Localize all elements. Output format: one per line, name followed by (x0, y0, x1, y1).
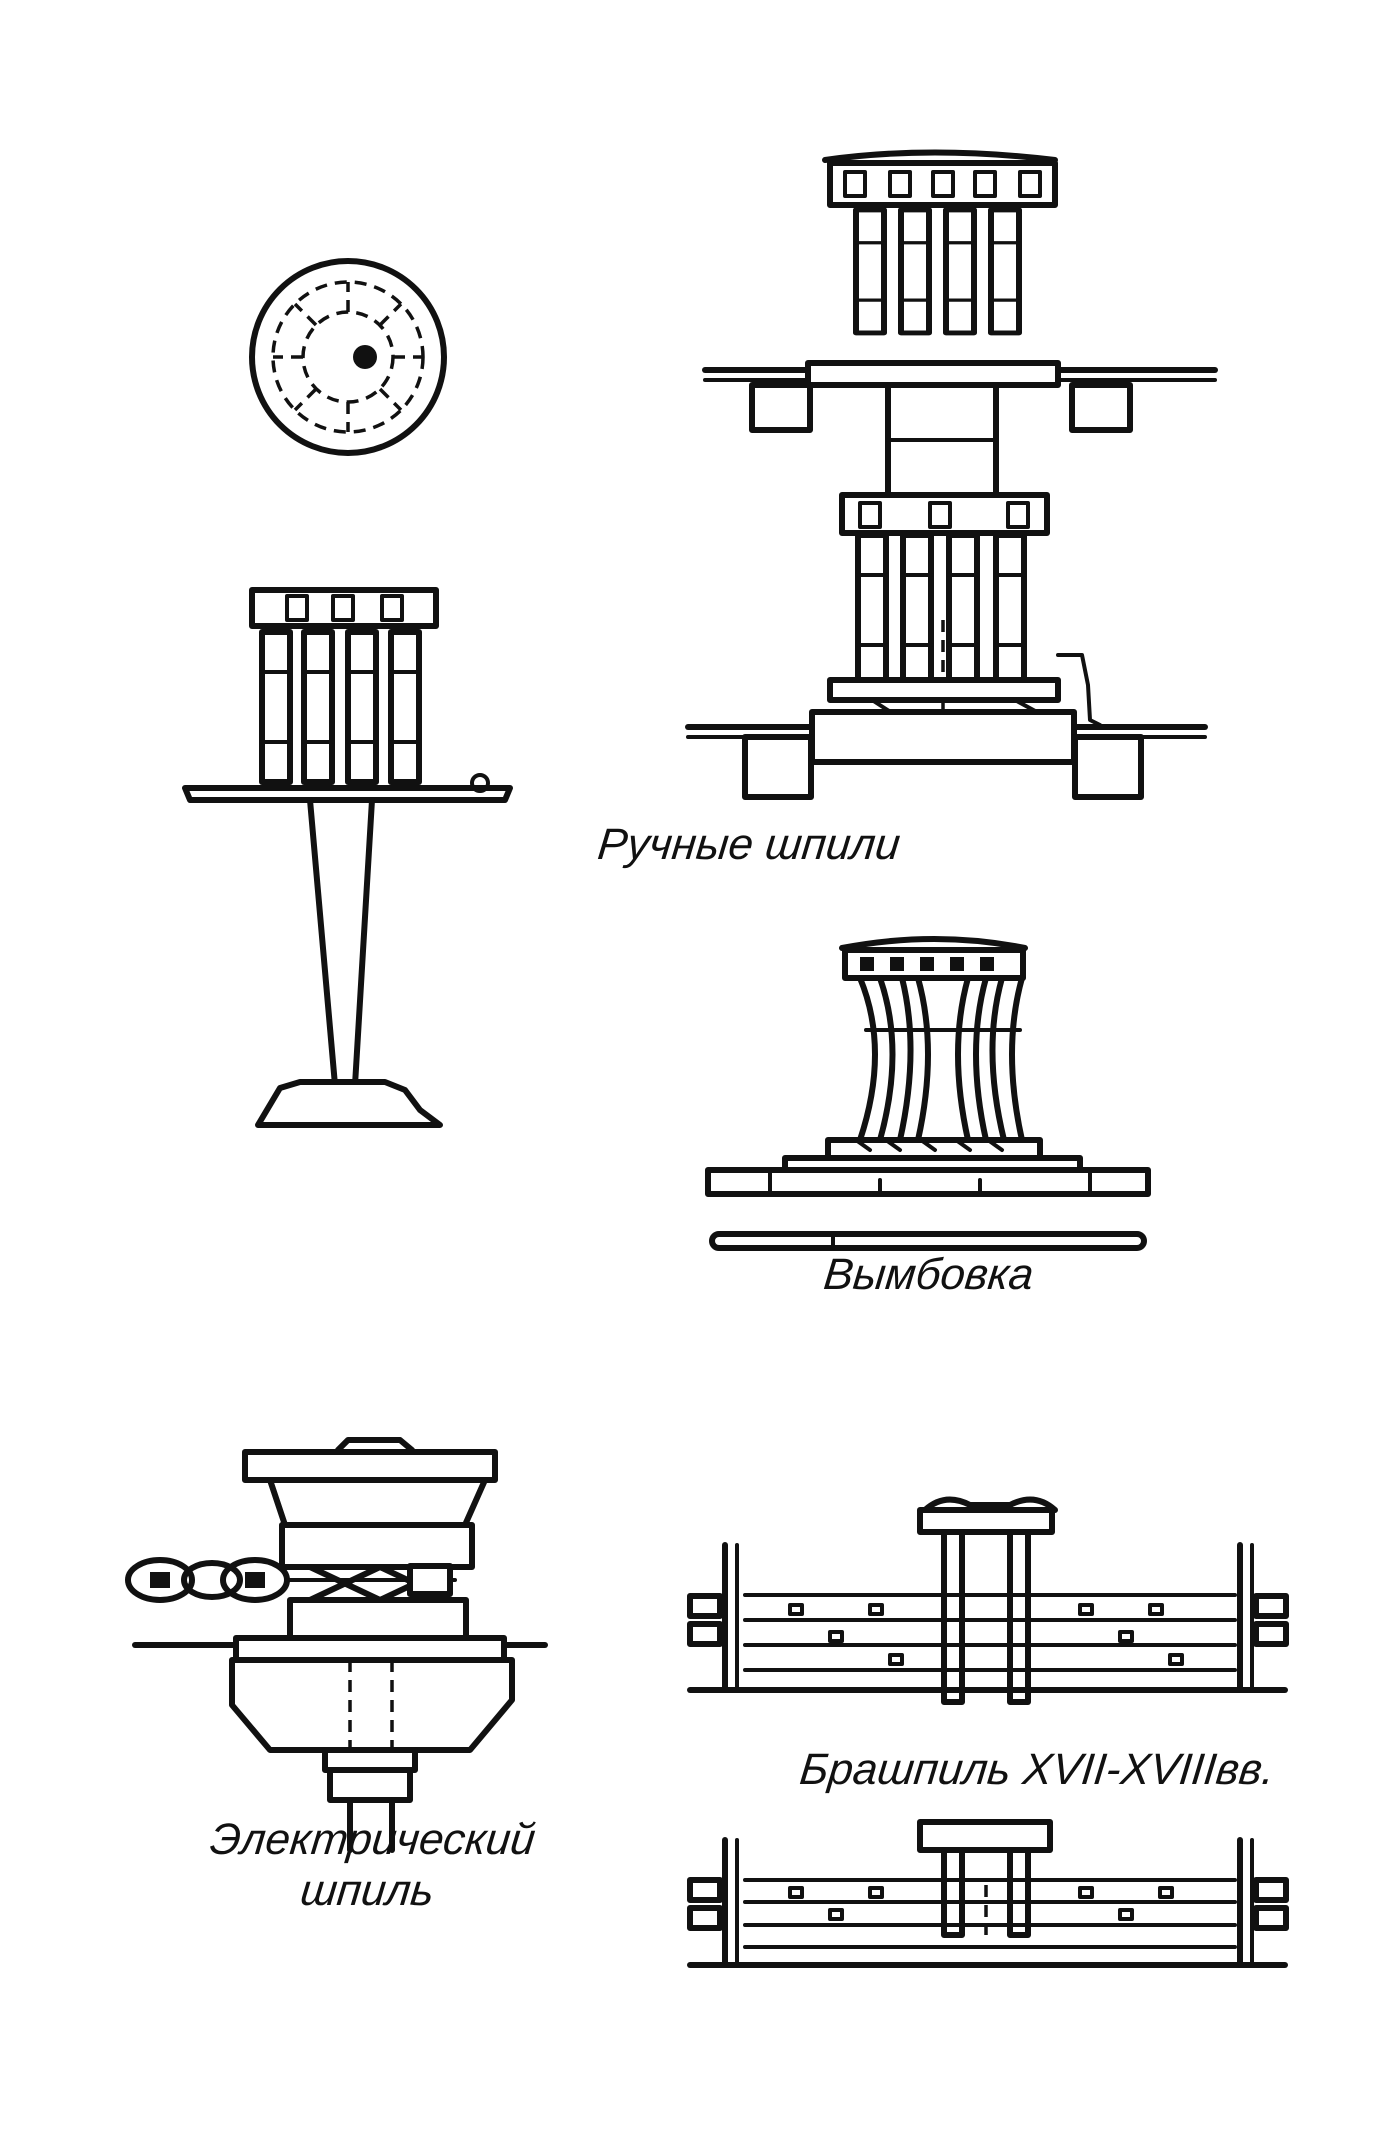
capstan-top-view (249, 258, 447, 456)
electric-caption-line1: Электрический (207, 1815, 538, 1864)
electric-capstan (125, 1437, 548, 1853)
waisted-capstan (705, 936, 1151, 1197)
windlass-lower (687, 1819, 1289, 1968)
capstan-bar-caption: Вымбовка (821, 1250, 1036, 1299)
hand-capstans-caption: Ручные шпили (595, 820, 903, 869)
windlass-upper (687, 1496, 1289, 1705)
hand-capstan-double (685, 149, 1218, 800)
hand-capstan-single (182, 587, 513, 1128)
capstan-bar (709, 1231, 1147, 1251)
electric-capstan-caption: Электрический шпиль (195, 1815, 546, 1916)
electric-caption-line2: шпиль (298, 1865, 437, 1915)
anchor-chain (125, 1557, 457, 1603)
windlass-caption: Брашпиль XVII-XVIIIвв. (797, 1745, 1277, 1794)
